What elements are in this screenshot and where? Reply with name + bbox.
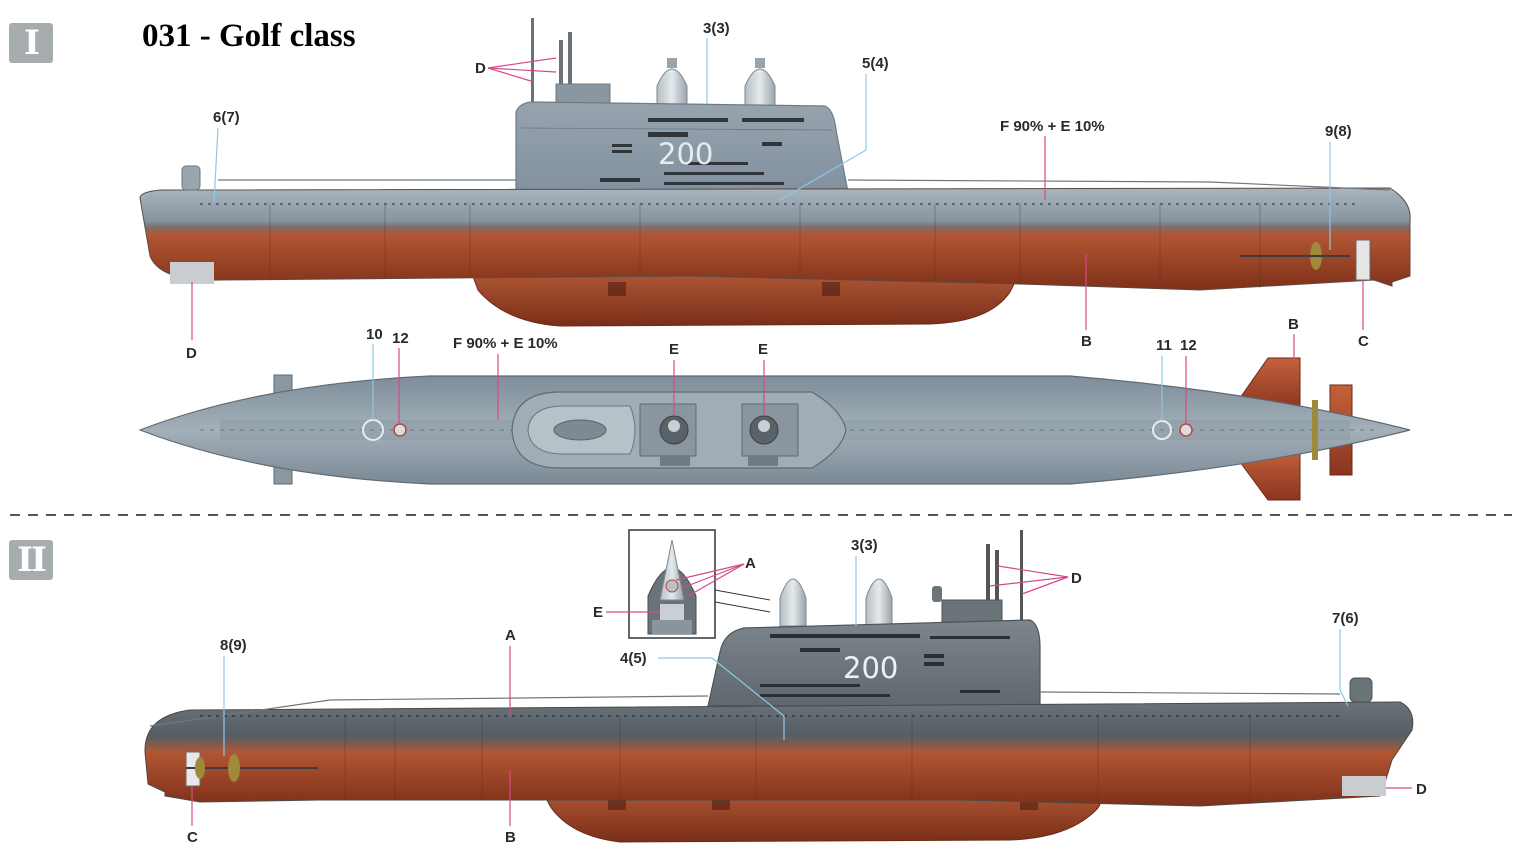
label-fe-side-one: F 90% + E 10% — [1000, 118, 1105, 135]
sail-number-one: 200 — [658, 137, 713, 171]
hull-seams-two — [344, 716, 1251, 804]
label-d-masts-one: D — [475, 60, 486, 77]
callouts-side-one: D 3(3) 5(4) 6(7) F 90% + E 10% 9(8) D B … — [186, 20, 1369, 362]
label-3-3-two: 3(3) — [851, 537, 878, 554]
side-view-two: 200 — [144, 529, 1414, 843]
label-c-two: C — [187, 829, 198, 846]
top-view — [138, 357, 1411, 501]
label-b-top: B — [1288, 316, 1299, 333]
label-11-top: 11 — [1156, 337, 1172, 354]
label-b-two: B — [505, 829, 516, 846]
label-e-inset: E — [593, 604, 603, 621]
sail-one — [515, 101, 849, 193]
label-a-inset: A — [745, 555, 756, 572]
masts-two — [932, 530, 1023, 623]
label-7-6-two: 7(6) — [1332, 610, 1359, 627]
side-view-one: 200 — [139, 18, 1411, 327]
label-5-4-one: 5(4) — [862, 55, 889, 72]
label-d-bow-two: D — [1416, 781, 1427, 798]
hull-two — [144, 701, 1414, 807]
label-fe-top: F 90% + E 10% — [453, 335, 558, 352]
callouts-side-two: A E 3(3) D A 4(5) 8(9) 7(6) C B D — [187, 537, 1427, 846]
label-10-top: 10 — [366, 326, 383, 343]
label-e1-top: E — [669, 341, 679, 358]
label-a-two: A — [505, 627, 516, 644]
missile-domes-two — [779, 578, 893, 627]
label-6-7-one: 6(7) — [213, 109, 240, 126]
label-c-one: C — [1358, 333, 1369, 350]
section-badge-two: II — [9, 540, 53, 580]
label-d-bow-one: D — [186, 345, 197, 362]
sail-windows-two — [760, 634, 1010, 697]
label-b-one: B — [1081, 333, 1092, 350]
sail-windows-one — [600, 118, 804, 185]
label-9-8-one: 9(8) — [1325, 123, 1352, 140]
missile-inset — [628, 529, 771, 639]
label-e2-top: E — [758, 341, 768, 358]
callouts-top: 10 12 F 90% + E 10% E E 11 12 B — [366, 316, 1299, 424]
label-3-3-one: 3(3) — [703, 20, 730, 37]
sail-number-two: 200 — [843, 651, 898, 685]
page-title: 031 - Golf class — [142, 18, 356, 54]
missile-domes-one — [656, 58, 776, 113]
label-8-9-two: 8(9) — [220, 637, 247, 654]
propeller-one — [1240, 242, 1350, 270]
masts-one — [531, 18, 611, 105]
label-12b-top: 12 — [1180, 337, 1197, 354]
propeller-two — [186, 754, 318, 782]
hull-seams-one — [269, 204, 1261, 288]
label-4-5-two: 4(5) — [620, 650, 647, 667]
section-badge-one: I — [9, 23, 53, 63]
label-12a-top: 12 — [392, 330, 409, 347]
label-d-masts-two: D — [1071, 570, 1082, 587]
